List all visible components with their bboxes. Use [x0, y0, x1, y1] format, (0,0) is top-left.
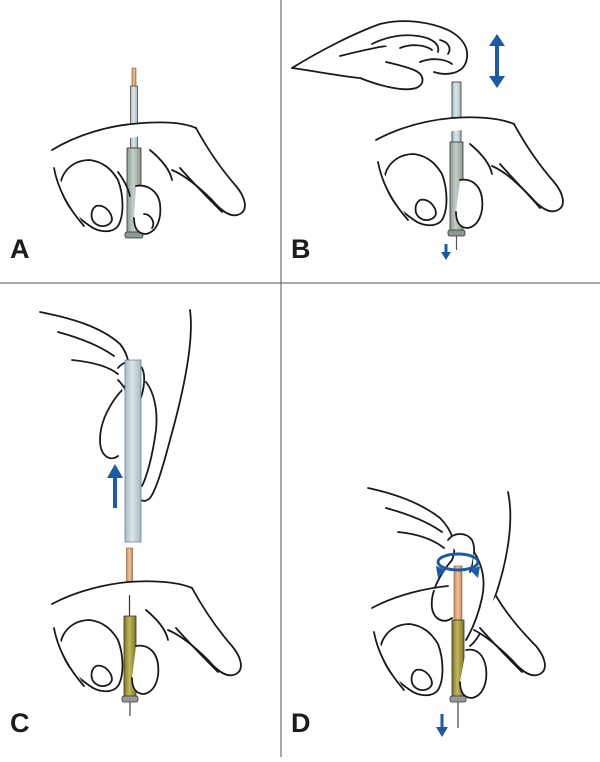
down-arrow-icon — [436, 714, 448, 737]
panel-label-a: A — [10, 234, 30, 264]
panel-d — [367, 487, 546, 737]
panel-b — [291, 20, 564, 260]
panel-label-b: B — [291, 234, 311, 264]
hand-icon — [291, 20, 469, 91]
acupuncture-guide-tube-icon — [124, 359, 142, 543]
rotate-arrow-icon — [436, 552, 480, 578]
hand-icon — [39, 309, 192, 502]
hand-icon — [51, 121, 246, 235]
hand-icon — [51, 580, 242, 695]
up-down-arrow-icon — [489, 34, 505, 88]
panel-label-c: C — [10, 708, 30, 738]
hand-icon — [371, 585, 546, 699]
needle-icon — [449, 565, 467, 728]
panel-c — [39, 309, 242, 716]
panel-a — [51, 67, 246, 239]
down-arrow-icon — [441, 244, 451, 260]
panel-label-d: D — [291, 708, 311, 738]
up-arrow-icon — [107, 464, 123, 508]
hand-icon — [375, 116, 564, 229]
